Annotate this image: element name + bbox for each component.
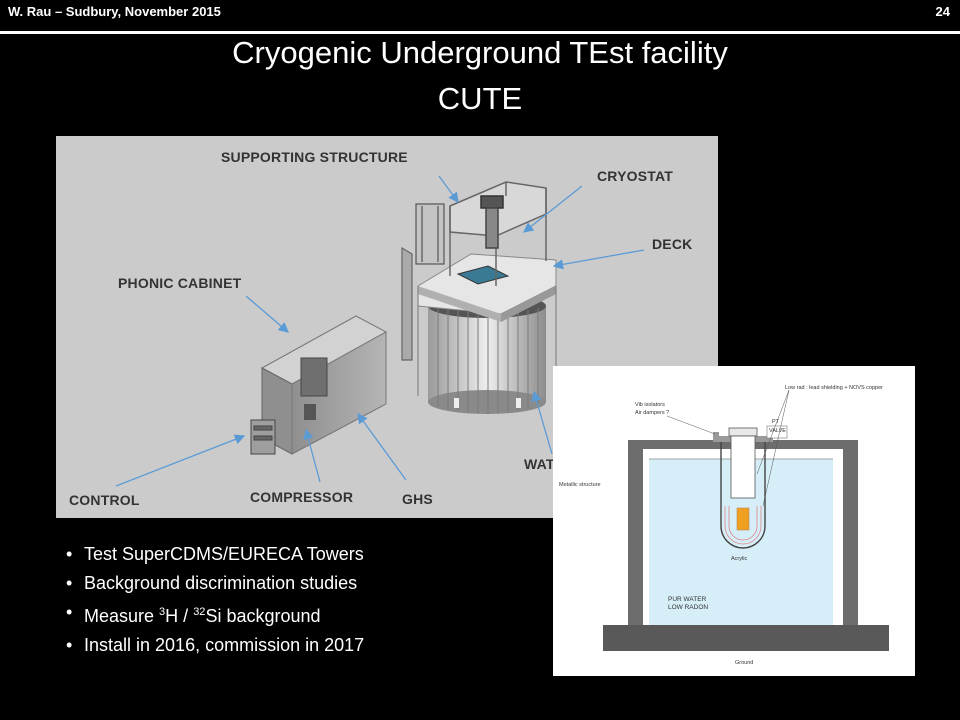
bullet-item: Background discrimination studies bbox=[62, 569, 364, 598]
label-ghs: GHS bbox=[402, 491, 433, 507]
header-author-date: W. Rau – Sudbury, November 2015 bbox=[8, 4, 221, 19]
label-control: CONTROL bbox=[69, 492, 140, 508]
label-water: WAT bbox=[524, 456, 555, 472]
bullet-item: Test SuperCDMS/EURECA Towers bbox=[62, 540, 364, 569]
cryostat-neck bbox=[730, 435, 756, 499]
ladder bbox=[401, 203, 445, 361]
label-acrylic: Acrylic bbox=[731, 556, 748, 562]
label-valve: VALVE bbox=[769, 428, 786, 434]
bullet-item: Measure 3H / 32Si background bbox=[62, 598, 364, 631]
label-cryostat: CRYOSTAT bbox=[597, 168, 674, 184]
vessel-outer bbox=[720, 442, 766, 549]
callout-arrows bbox=[115, 175, 645, 487]
detector-tower bbox=[736, 507, 750, 531]
slide-title-line2: CUTE bbox=[437, 81, 523, 116]
label-vib-isolators: Vib isolators bbox=[635, 402, 665, 408]
label-low-radon: LOW RADON bbox=[668, 604, 709, 611]
leader-lines bbox=[666, 389, 790, 507]
bullet-item: Install in 2016, commission in 2017 bbox=[62, 631, 364, 660]
vessel-copper bbox=[724, 506, 762, 545]
header-rule bbox=[0, 31, 960, 34]
page-number: 24 bbox=[935, 4, 950, 19]
label-compressor: COMPRESSOR bbox=[250, 489, 354, 505]
label-ground: Ground bbox=[735, 660, 754, 666]
label-metallic-structure: Metallic structure bbox=[559, 482, 601, 488]
bullet-list: Test SuperCDMS/EURECA Towers Background … bbox=[62, 540, 364, 660]
facility-render-drawing bbox=[115, 175, 645, 487]
tank-schematic: Low rad : lead shielding + NOVS copper V… bbox=[553, 366, 915, 676]
phonic-cabinet bbox=[260, 315, 388, 455]
cryostat-top bbox=[728, 427, 758, 437]
label-deck: DECK bbox=[652, 236, 693, 252]
tank-schematic-drawing bbox=[603, 389, 889, 651]
label-low-rad: Low rad : lead shielding + NOVS copper bbox=[785, 385, 883, 391]
slide-title-line1: Cryogenic Underground TEst facility bbox=[232, 35, 728, 70]
supporting-structure bbox=[449, 181, 547, 286]
label-air-dampers: Air dampers ? bbox=[635, 410, 670, 416]
label-phonic-cabinet: PHONIC CABINET bbox=[118, 275, 242, 291]
label-supporting-structure: SUPPORTING STRUCTURE bbox=[221, 149, 408, 165]
label-pur-water: PUR WATER bbox=[668, 596, 707, 603]
label-pt: PT bbox=[772, 419, 780, 425]
ground-slab bbox=[603, 625, 889, 651]
control-rack bbox=[250, 419, 276, 455]
